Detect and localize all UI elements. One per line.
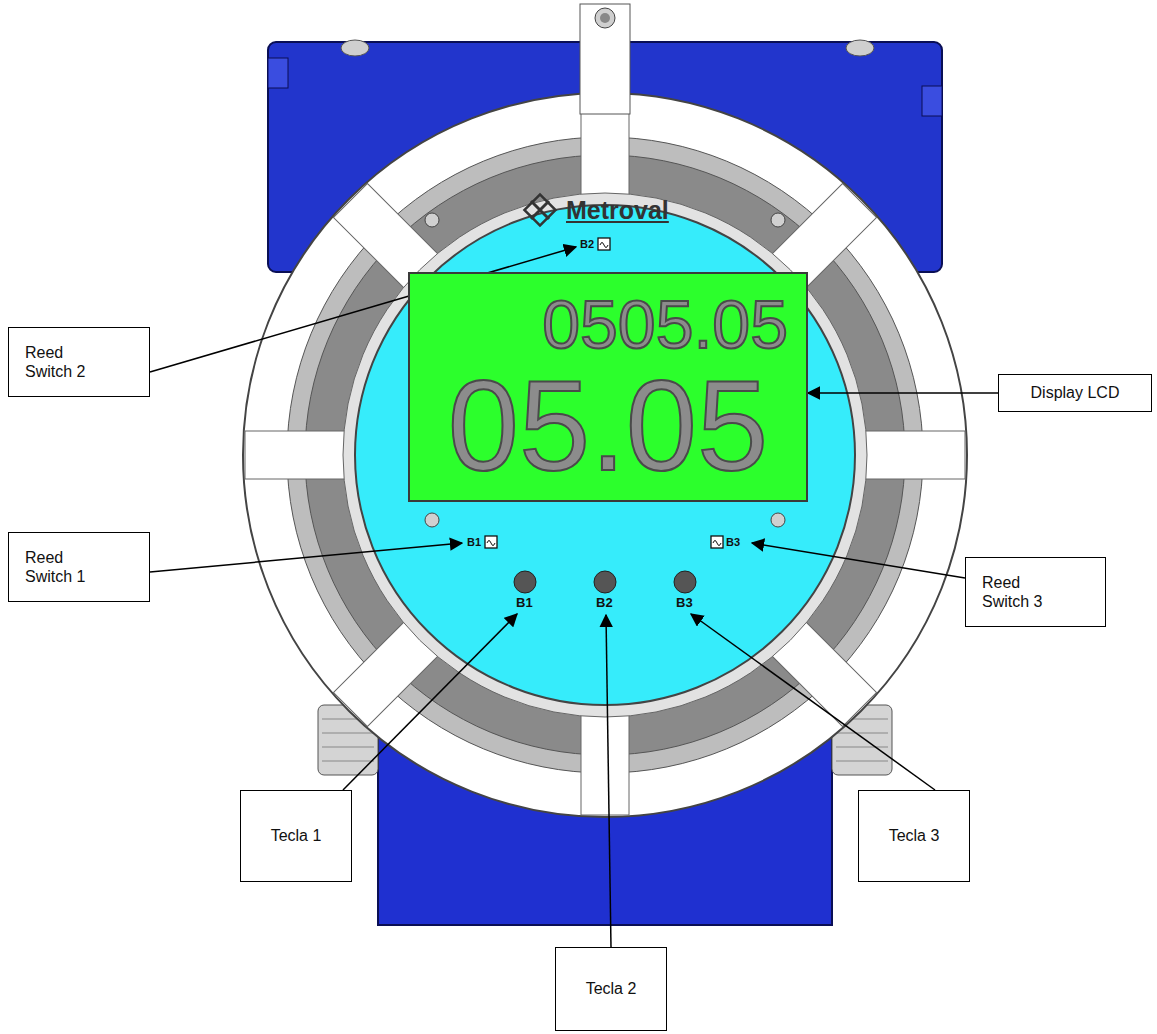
face-screw	[771, 213, 785, 227]
callout-text: Tecla 3	[875, 826, 953, 845]
reed-icon	[598, 238, 610, 250]
reed-label: B3	[726, 536, 740, 548]
key-label: B1	[516, 595, 533, 610]
callout-box: Display LCD	[998, 374, 1152, 412]
leader-line	[150, 543, 462, 572]
face-plate	[355, 205, 855, 705]
key-button	[514, 571, 536, 593]
cover-ring	[243, 93, 967, 817]
face-screw	[425, 213, 439, 227]
callout-box: Reed Switch 3	[965, 557, 1106, 627]
callout-text: Tecla 2	[572, 979, 650, 998]
key-label: B2	[596, 595, 613, 610]
leader-line	[691, 614, 935, 790]
housing-tab	[922, 86, 942, 116]
leader-line	[752, 543, 965, 578]
gland-thread	[836, 761, 888, 762]
callout-box: Reed Switch 2	[8, 327, 150, 397]
callout-text: Tecla 1	[257, 826, 335, 845]
key-button	[674, 571, 696, 593]
callout-box: Tecla 2	[555, 947, 667, 1031]
callout-text: Reed Switch 1	[25, 548, 105, 586]
gland-thread	[836, 733, 888, 734]
logo-icon	[524, 194, 555, 225]
brand-logo: Metroval	[566, 196, 669, 225]
top-lug	[580, 4, 630, 114]
lug-screw	[600, 13, 610, 23]
logo-shape	[531, 201, 549, 219]
callout-box: Tecla 1	[240, 790, 352, 882]
reed-icon	[485, 536, 497, 548]
reed-label: B1	[467, 536, 481, 548]
ring-band	[287, 137, 923, 773]
leader-line	[343, 614, 517, 790]
callout-box: Tecla 3	[858, 790, 970, 882]
callout-text: Reed Switch 2	[25, 343, 105, 381]
reed-icon	[487, 541, 495, 546]
ring-inner	[343, 193, 867, 717]
gland-thread	[836, 747, 888, 748]
gland-thread	[322, 761, 374, 762]
callout-text: Reed Switch 3	[982, 573, 1062, 611]
reed-icon	[711, 536, 723, 548]
housing-screw	[341, 40, 369, 56]
reed-label: B2	[580, 238, 594, 250]
housing-tab	[268, 58, 288, 88]
lug-screw	[595, 8, 615, 28]
housing-screw	[846, 40, 874, 56]
face-screw	[425, 513, 439, 527]
display-value: 05.05	[428, 362, 788, 490]
reed-icon	[600, 243, 608, 248]
callout-box: Reed Switch 1	[8, 532, 150, 602]
gland-thread	[322, 747, 374, 748]
lcd-display: 0505.0505.05	[408, 272, 808, 502]
key-button	[594, 571, 616, 593]
logo-shape	[524, 194, 555, 225]
leader-line	[606, 615, 611, 947]
display-value: 0505.05	[428, 290, 788, 358]
gland-thread	[322, 733, 374, 734]
callout-arrow	[808, 392, 998, 394]
face-screw	[771, 513, 785, 527]
key-label: B3	[676, 595, 693, 610]
reed-icon	[713, 541, 721, 546]
ring-groove	[305, 155, 905, 755]
callout-text: Display LCD	[1015, 383, 1135, 402]
